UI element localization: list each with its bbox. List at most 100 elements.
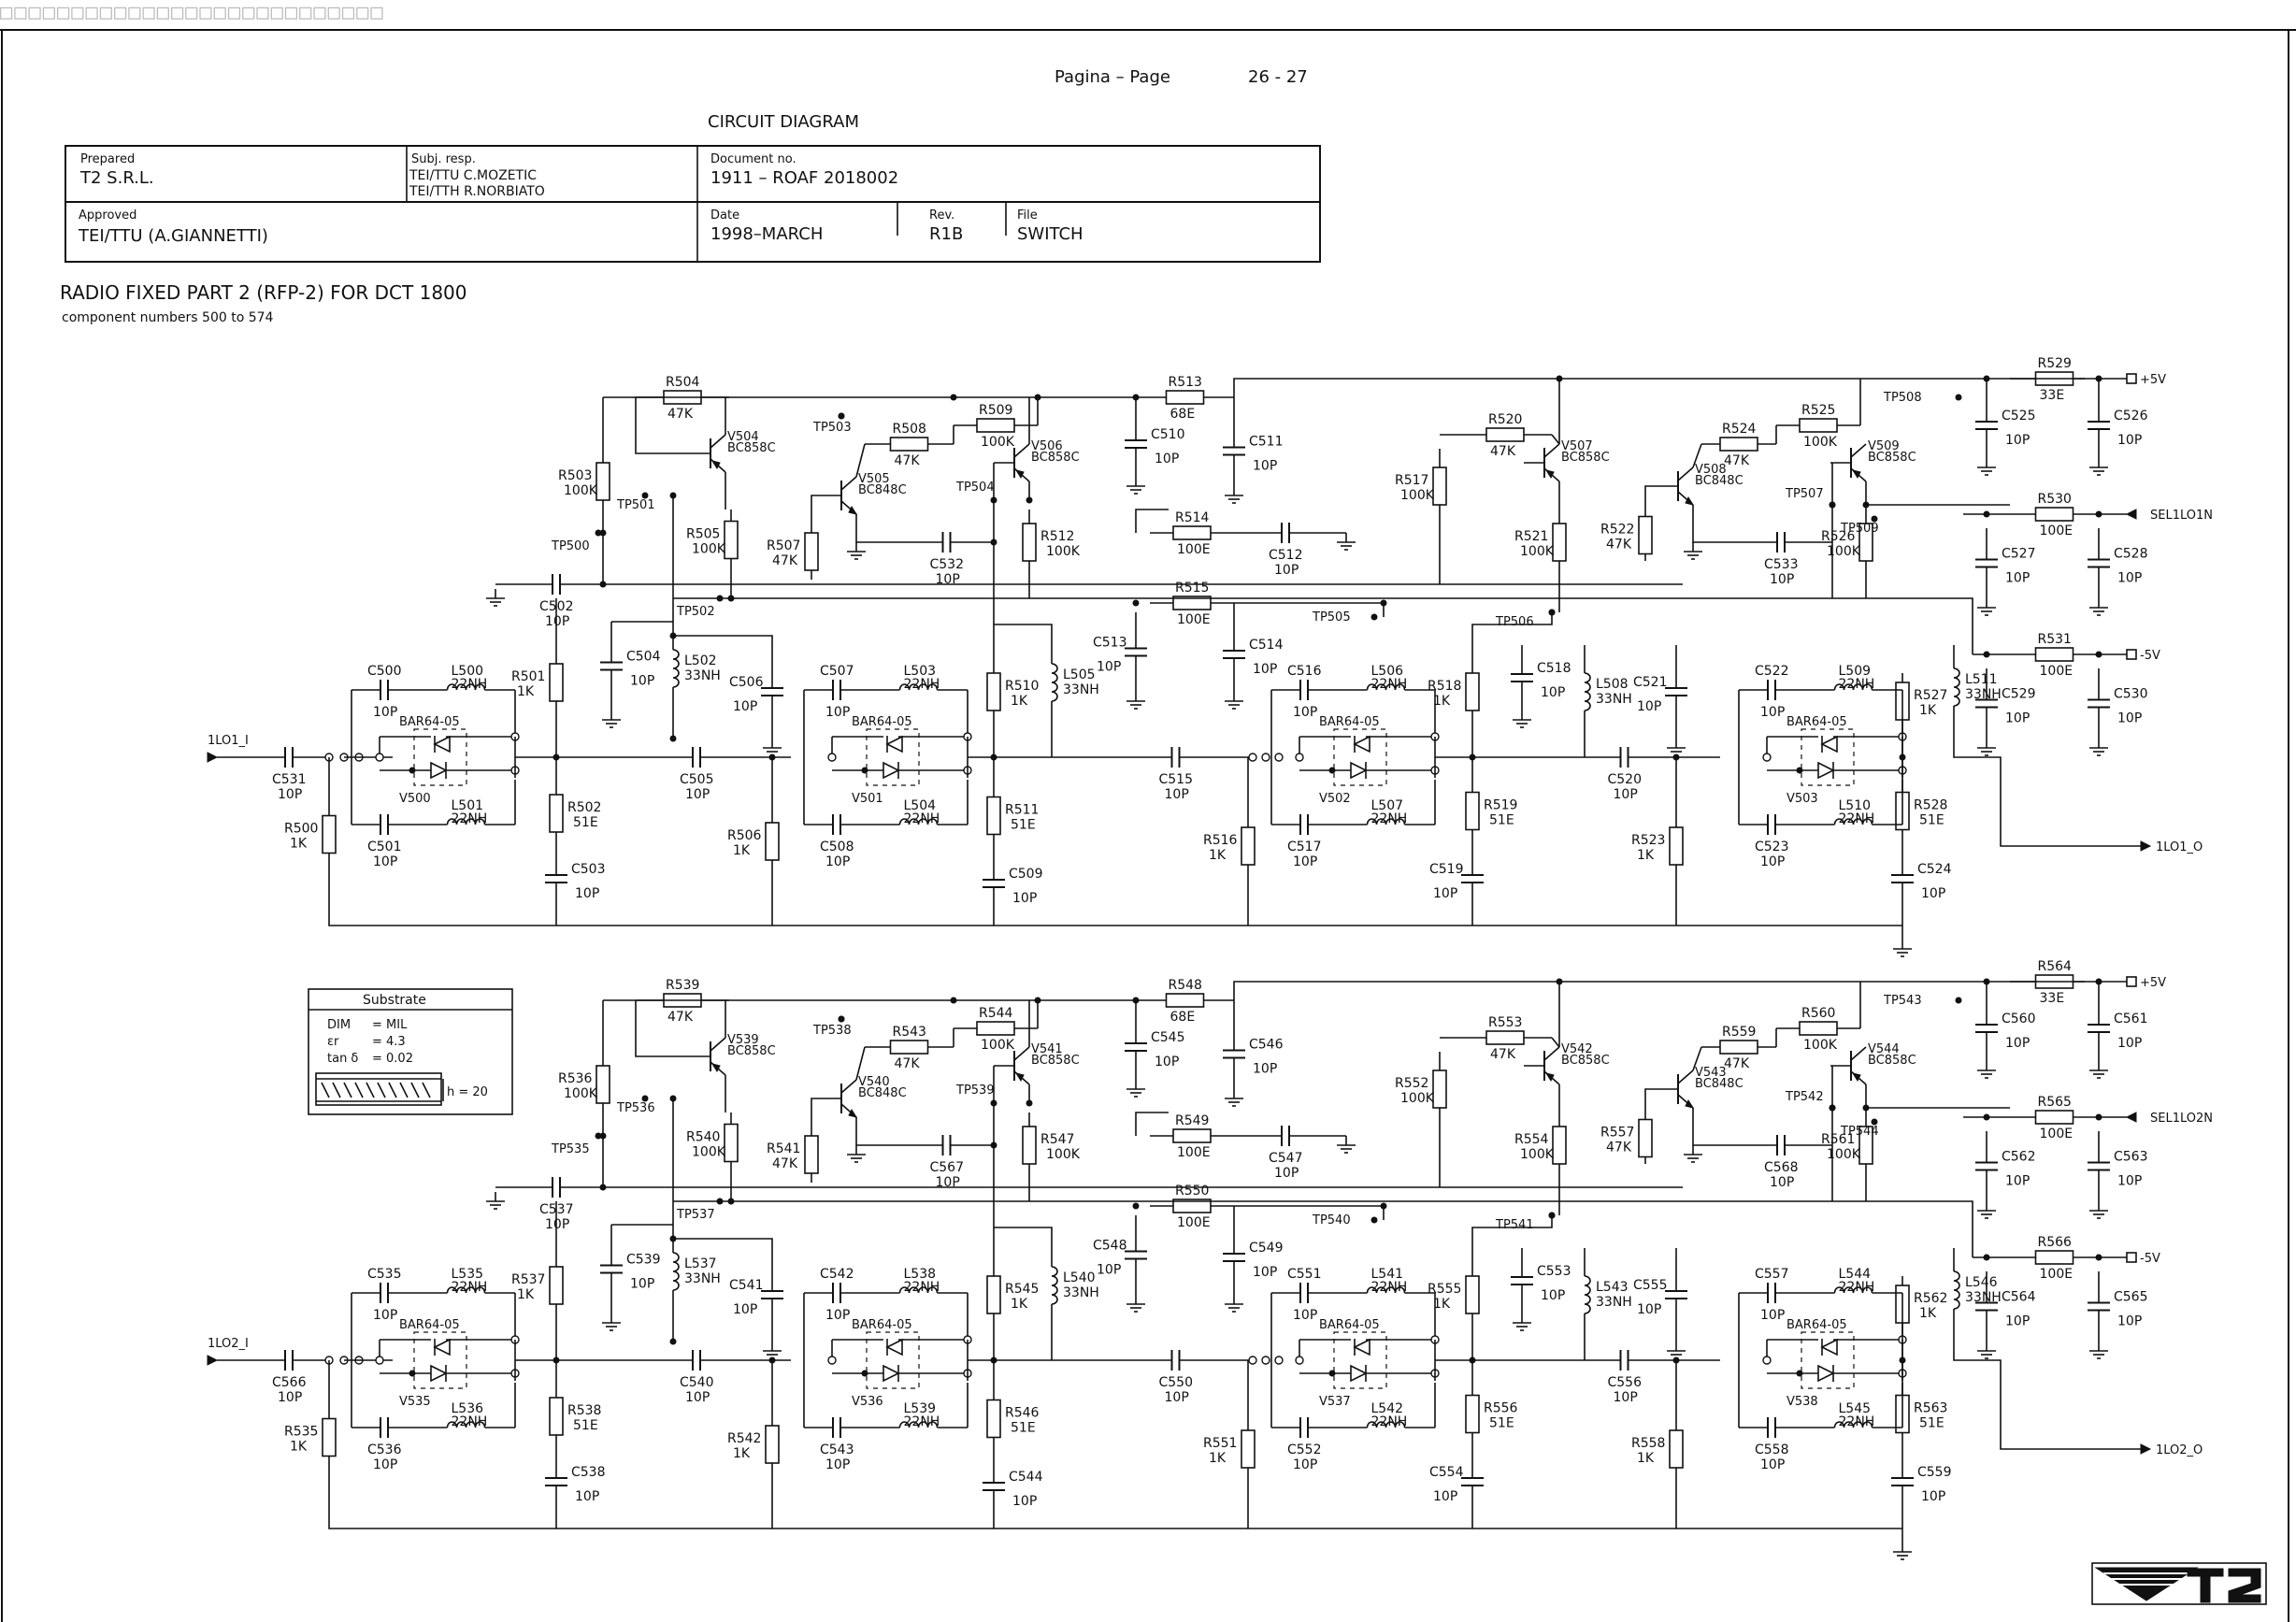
wire (710, 1037, 726, 1052)
capacitor-ref: C552 (1287, 1443, 1322, 1457)
wire (1644, 1088, 1657, 1112)
wire (855, 1046, 866, 1081)
resistor-value: 47K (1606, 1141, 1632, 1155)
ground-symbol (763, 1342, 782, 1359)
resistor-value: 51E (1919, 1416, 1944, 1431)
resistor-ref: R528 (1914, 798, 1947, 813)
junction (716, 1198, 724, 1205)
capacitor-ref: C528 (2114, 547, 2148, 562)
resistor-value: 1K (290, 1440, 308, 1455)
ground-symbol (1667, 739, 1686, 756)
resistor-value: 100E (2040, 664, 2074, 679)
doc-value: 1911 – ROAF 2018002 (710, 168, 898, 188)
capacitor-value: 10P (1165, 787, 1189, 802)
output-port-label: 1LO2_O (2156, 1443, 2203, 1457)
diode-part: BAR64-05 (852, 1318, 912, 1332)
diode-ref: V536 (852, 1395, 883, 1409)
node-ring (1261, 753, 1270, 762)
test-point: TP542 (1785, 1090, 1824, 1104)
resistor-ref: R545 (1005, 1282, 1039, 1297)
resistor-value: 1K (1919, 1306, 1937, 1321)
capacitor-ref: C536 (367, 1443, 402, 1457)
wire (1953, 729, 2141, 847)
junction (1871, 515, 1878, 523)
wire (994, 624, 1053, 636)
diagram-title: CIRCUIT DIAGRAM (708, 112, 859, 132)
capacitor-value: 10P (1541, 1288, 1565, 1303)
ground-symbol (1977, 1342, 1996, 1359)
junction (1672, 1356, 1680, 1364)
resistor-value: 47K (1490, 1047, 1516, 1062)
inductor-value: 22NH (904, 1280, 940, 1295)
inductor-ref: L543 (1596, 1280, 1629, 1295)
junction (641, 1095, 649, 1102)
capacitor-ref: C548 (1093, 1239, 1127, 1254)
capacitor-ref: C558 (1755, 1443, 1789, 1457)
capacitor-ref: C540 (680, 1375, 714, 1390)
capacitor-ref: C543 (820, 1443, 854, 1457)
junction (1796, 1370, 1803, 1377)
diode-icon (883, 1364, 900, 1383)
test-point: TP535 (551, 1142, 590, 1156)
resistor-value: 47K (1606, 538, 1632, 553)
wire (1692, 505, 1758, 543)
resistor-ref: R557 (1600, 1126, 1634, 1141)
diode-part: BAR64-05 (399, 1318, 460, 1332)
capacitor-ref: C553 (1537, 1264, 1571, 1279)
resistor-ref: R538 (567, 1403, 601, 1418)
resistor-value: 47K (895, 1056, 921, 1071)
resistor-value: 1K (1011, 694, 1028, 709)
diode-ref: V501 (852, 792, 883, 806)
ground-symbol (1977, 458, 1996, 476)
wire (1013, 443, 1030, 458)
supply-terminal-icon (2126, 649, 2137, 660)
wire (1551, 434, 1560, 445)
capacitor-ref: C557 (1755, 1267, 1789, 1282)
input-port-label: 1LO2_I (208, 1337, 249, 1351)
wire (1543, 443, 1560, 458)
inductor-value: 22NH (904, 677, 940, 692)
ground-symbol (1225, 1295, 1243, 1313)
capacitor-value: 10P (1760, 705, 1785, 720)
resistor-ref: R551 (1203, 1436, 1237, 1451)
resistor-ref: R518 (1428, 679, 1461, 694)
capacitor-value: 10P (1097, 660, 1121, 675)
inductor-value: 33NH (1063, 1285, 1099, 1300)
junction (595, 529, 602, 537)
substrate-tan-value: = 0.02 (372, 1052, 413, 1066)
resistor-value: 1K (1011, 1297, 1028, 1312)
capacitor-value: 10P (1293, 1308, 1317, 1323)
wire (1234, 602, 1385, 617)
